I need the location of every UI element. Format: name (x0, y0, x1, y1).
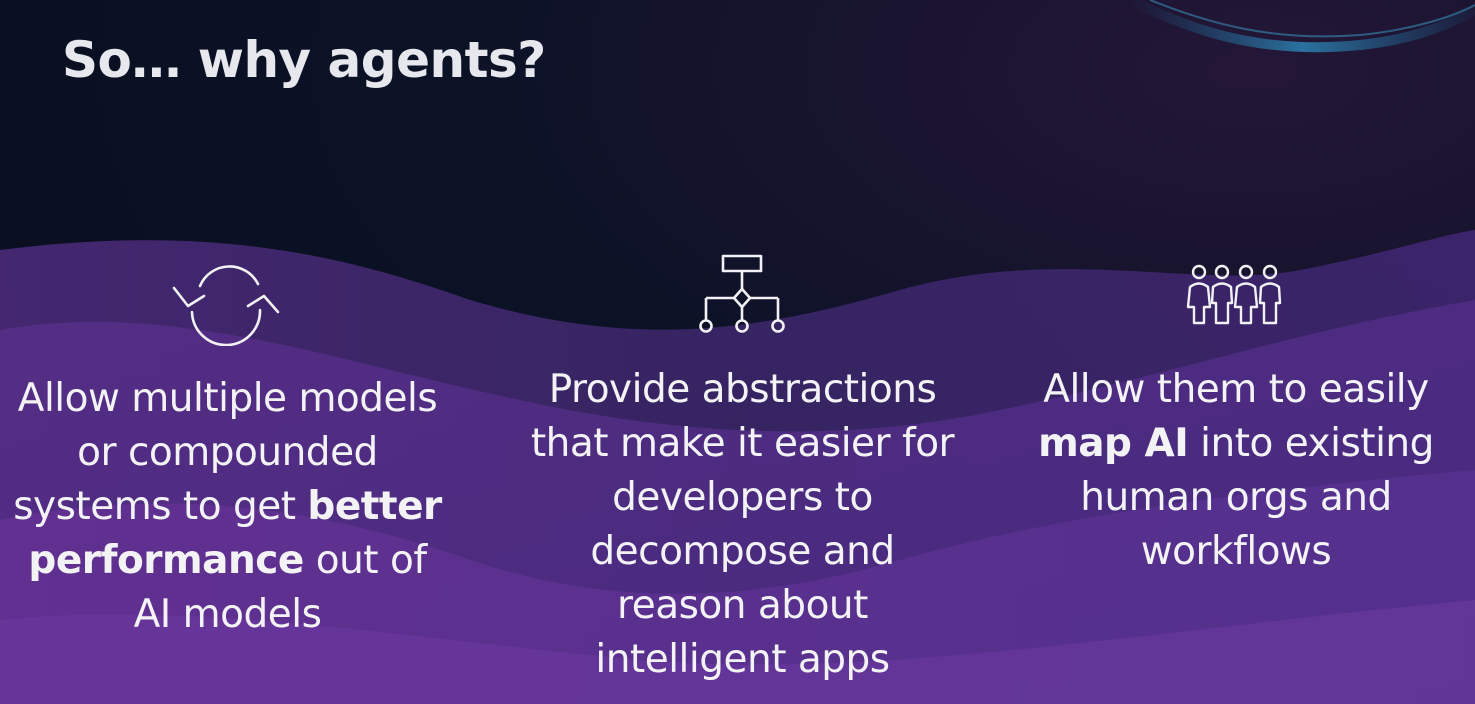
slide-title: So… why agents? (62, 31, 546, 89)
emphasis-map-ai: map AI (1038, 421, 1189, 466)
benefit-column-human-orgs: Allow them to easily map AI into existin… (1010, 363, 1462, 579)
benefit-2-line-6: intelligent apps (595, 637, 890, 682)
benefit-3-line-3: human orgs and (1080, 475, 1392, 520)
benefit-2-line-1: Provide abstractions (548, 367, 937, 412)
emphasis-better: better (307, 484, 442, 529)
benefit-1-line-3: systems to get better (13, 484, 442, 529)
benefit-column-abstractions: Provide abstractions that make it easier… (510, 363, 975, 687)
benefit-2-line-2: that make it easier for (530, 421, 955, 466)
benefit-column-performance: Allow multiple models or compounded syst… (0, 372, 455, 642)
emphasis-performance: performance (28, 538, 304, 583)
benefit-3-line-4: workflows (1140, 529, 1332, 574)
refresh-cycle-icon (172, 265, 280, 346)
benefit-3-line-1: Allow them to easily (1043, 367, 1429, 412)
benefit-2-line-4: decompose and (590, 529, 895, 574)
benefit-1-line-4: performance out of (28, 538, 427, 583)
benefit-2-line-5: reason about (617, 583, 868, 628)
hierarchy-flow-icon (699, 254, 785, 333)
benefit-1-line-2: or compounded (77, 430, 378, 475)
benefit-3-line-2: map AI into existing (1038, 421, 1434, 466)
benefit-2-line-3: developers to (612, 475, 873, 520)
benefit-1-line-1: Allow multiple models (17, 376, 438, 421)
people-group-icon (1186, 264, 1282, 325)
benefit-1-line-5: AI models (133, 592, 322, 637)
